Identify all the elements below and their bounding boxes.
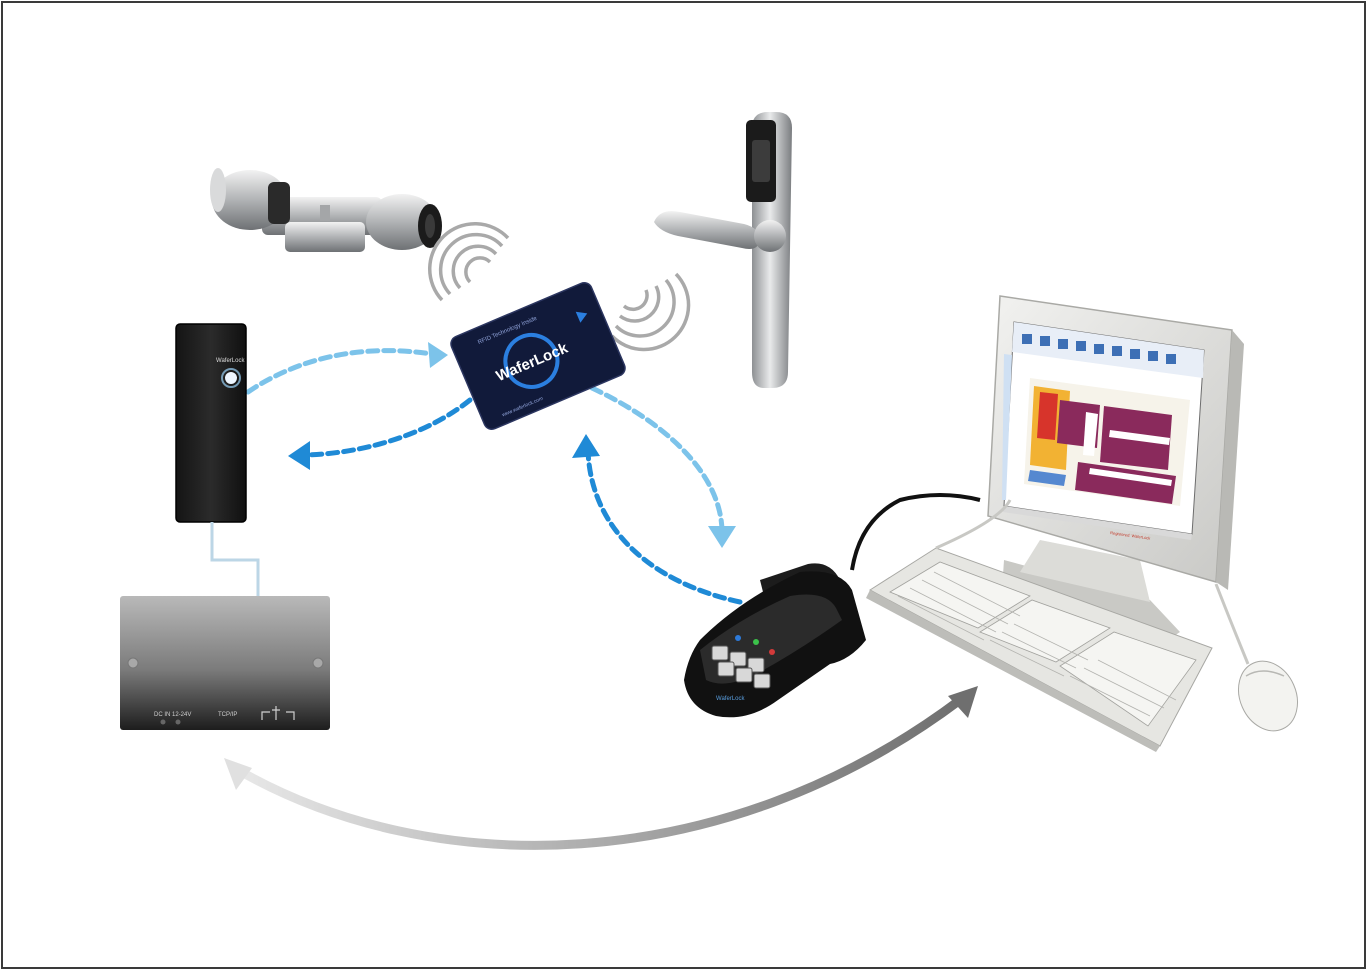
port-symbol-icon [261,706,295,720]
card-corner-mark-icon [575,311,588,323]
rfid-card: WaferLock RFID Technology Inside www.waf… [450,282,626,430]
cable [210,522,260,598]
arrow-card-to-reader [297,397,473,458]
arrow-head-icon [708,526,736,548]
software-schedule-grid [1024,378,1190,506]
encoder-brand: WaferLock [716,696,745,702]
software-toolbar [1022,334,1176,364]
rfid-arrows [245,348,743,605]
rfid-signal-icon [610,272,691,352]
desktop-encoder-icon: WaferLock [684,493,981,718]
status-led-icon [769,649,775,655]
arrow-head-icon [572,434,600,458]
encoder-buttons [711,645,771,689]
computer-icon: Registered: WaferLock [866,295,1298,752]
arrow-head-icon [288,441,310,470]
arrow-head-right-icon [948,686,978,718]
software-status: Registered: WaferLock [1110,530,1151,541]
arrow-head-icon [428,342,448,368]
status-led-icon [735,635,741,641]
reader-brand: WaferLock [216,358,245,364]
wall-reader-icon: WaferLock [175,323,247,523]
mouse-icon [1214,583,1298,732]
network-link-arrow [224,686,978,850]
arrow-encoder-to-card [585,447,743,605]
status-led-icon [753,639,759,645]
arrow-head-left-icon [224,758,252,790]
arrow-card-to-encoder [589,385,725,533]
door-handle-lock-icon [654,112,792,388]
controller-tcp-label: TCP/IP [218,712,237,718]
controller-dc-label: DC IN 12-24V [154,712,191,718]
card-logo-icon [503,332,560,389]
rfid-signal-icon [427,221,510,302]
encoder-cable [850,493,981,571]
reader-led-icon [225,372,237,384]
keyboard-keys [889,561,1197,727]
controller-box-icon: DC IN 12-24V TCP/IP [120,596,330,730]
arrow-reader-to-card [245,348,441,395]
cylinder-lock-icon [210,168,442,252]
